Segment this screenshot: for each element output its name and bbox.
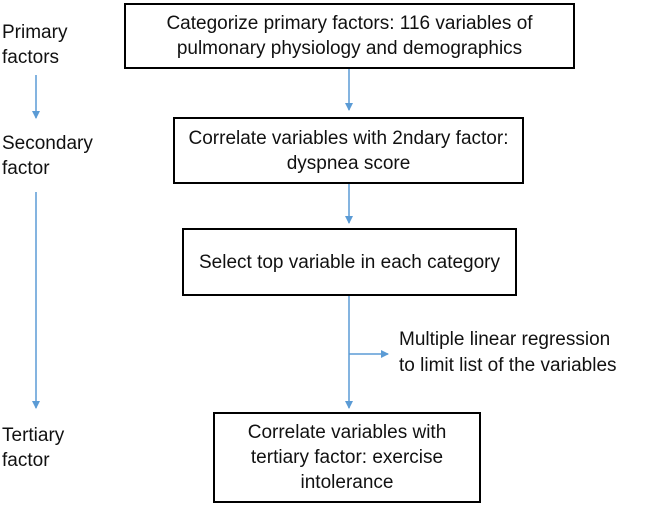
step-correlate-secondary-box: Correlate variables with 2ndary factor: …: [173, 117, 524, 184]
step-correlate-secondary-text: Correlate variables with 2ndary factor: …: [188, 127, 509, 174]
step-correlate-tertiary-text: Correlate variables with tertiary factor…: [247, 422, 447, 493]
regression-note: Multiple linear regression to limit list…: [399, 329, 617, 376]
step-categorize-box: Categorize primary factors: 116 variable…: [124, 3, 575, 69]
primary-factors-label: Primary factors: [2, 22, 68, 68]
step-select-top-text: Select top variable in each category: [198, 251, 500, 273]
secondary-factor-label: Secondary factor: [2, 133, 93, 179]
step-categorize-text: Categorize primary factors: 116 variable…: [166, 13, 533, 59]
step-select-top-box: Select top variable in each category: [182, 228, 517, 296]
tertiary-factor-label: Tertiary factor: [2, 425, 65, 471]
step-correlate-tertiary-box: Correlate variables with tertiary factor…: [213, 412, 481, 503]
